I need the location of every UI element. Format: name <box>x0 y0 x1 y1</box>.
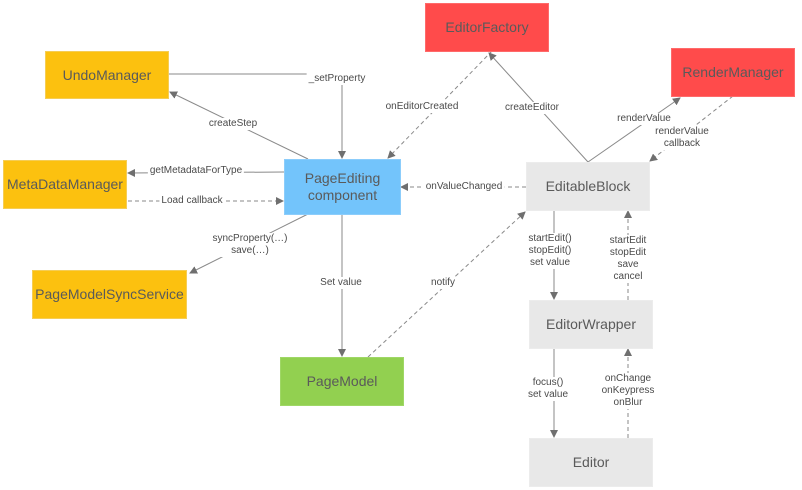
node-label: PageModel <box>306 373 378 389</box>
edge-label-create-step: createStep <box>206 118 260 130</box>
edge-label-on-value-changed: onValueChanged <box>423 181 505 193</box>
node-undo-manager[interactable]: UndoManager <box>45 51 169 99</box>
node-render-manager[interactable]: RenderManager <box>671 48 795 97</box>
edge-set-property <box>168 73 346 159</box>
node-editable-block[interactable]: EditableBlock <box>526 162 650 211</box>
edge-label-notify: notify <box>429 277 457 289</box>
node-label: EditableBlock <box>545 178 631 194</box>
edge-label-start-stop-edit: startEdit() stopEdit() set value <box>526 233 574 269</box>
edge-label-editor-events: onChange onKeypress onBlur <box>599 373 657 409</box>
node-editor-factory[interactable]: EditorFactory <box>425 3 549 52</box>
edge-label-render-value-callback: renderValue callback <box>653 126 711 150</box>
node-label: UndoManager <box>62 66 152 83</box>
node-label: Editor <box>572 454 610 470</box>
node-editor-wrapper[interactable]: EditorWrapper <box>529 300 653 349</box>
edge-label-on-editor-created: onEditorCreated <box>383 101 461 113</box>
node-page-editing-component[interactable]: PageEditing component <box>284 159 401 215</box>
edge-label-create-editor: createEditor <box>503 102 561 114</box>
node-label: MetaDataManager <box>7 176 123 192</box>
edge-label-render-value: renderValue <box>615 113 673 125</box>
edge-label-set-property: _setProperty <box>306 73 368 85</box>
node-editor[interactable]: Editor <box>529 438 653 487</box>
node-page-model-sync-service[interactable]: PageModelSyncService <box>32 270 187 319</box>
node-metadata-manager[interactable]: MetaDataManager <box>3 160 127 209</box>
edge-label-wrapper-events: startEdit stopEdit save cancel <box>607 235 649 283</box>
edge-render-value <box>587 97 681 163</box>
node-label: PageModelSyncService <box>35 286 184 302</box>
edge-label-sync-property: syncProperty(…) save(…) <box>210 233 290 257</box>
node-label: PageEditing component <box>304 170 381 203</box>
node-label: EditorWrapper <box>545 316 636 332</box>
edge-label-set-value: Set value <box>318 277 364 289</box>
edge-on-editor-created <box>387 50 493 159</box>
node-label: EditorFactory <box>445 19 529 35</box>
node-page-model[interactable]: PageModel <box>280 357 404 406</box>
edge-label-load-callback: Load callback <box>159 195 225 207</box>
node-label: RenderManager <box>682 64 784 80</box>
edge-label-get-metadata: getMetadataForType <box>147 165 245 177</box>
edge-label-focus: focus() set value <box>525 377 571 401</box>
